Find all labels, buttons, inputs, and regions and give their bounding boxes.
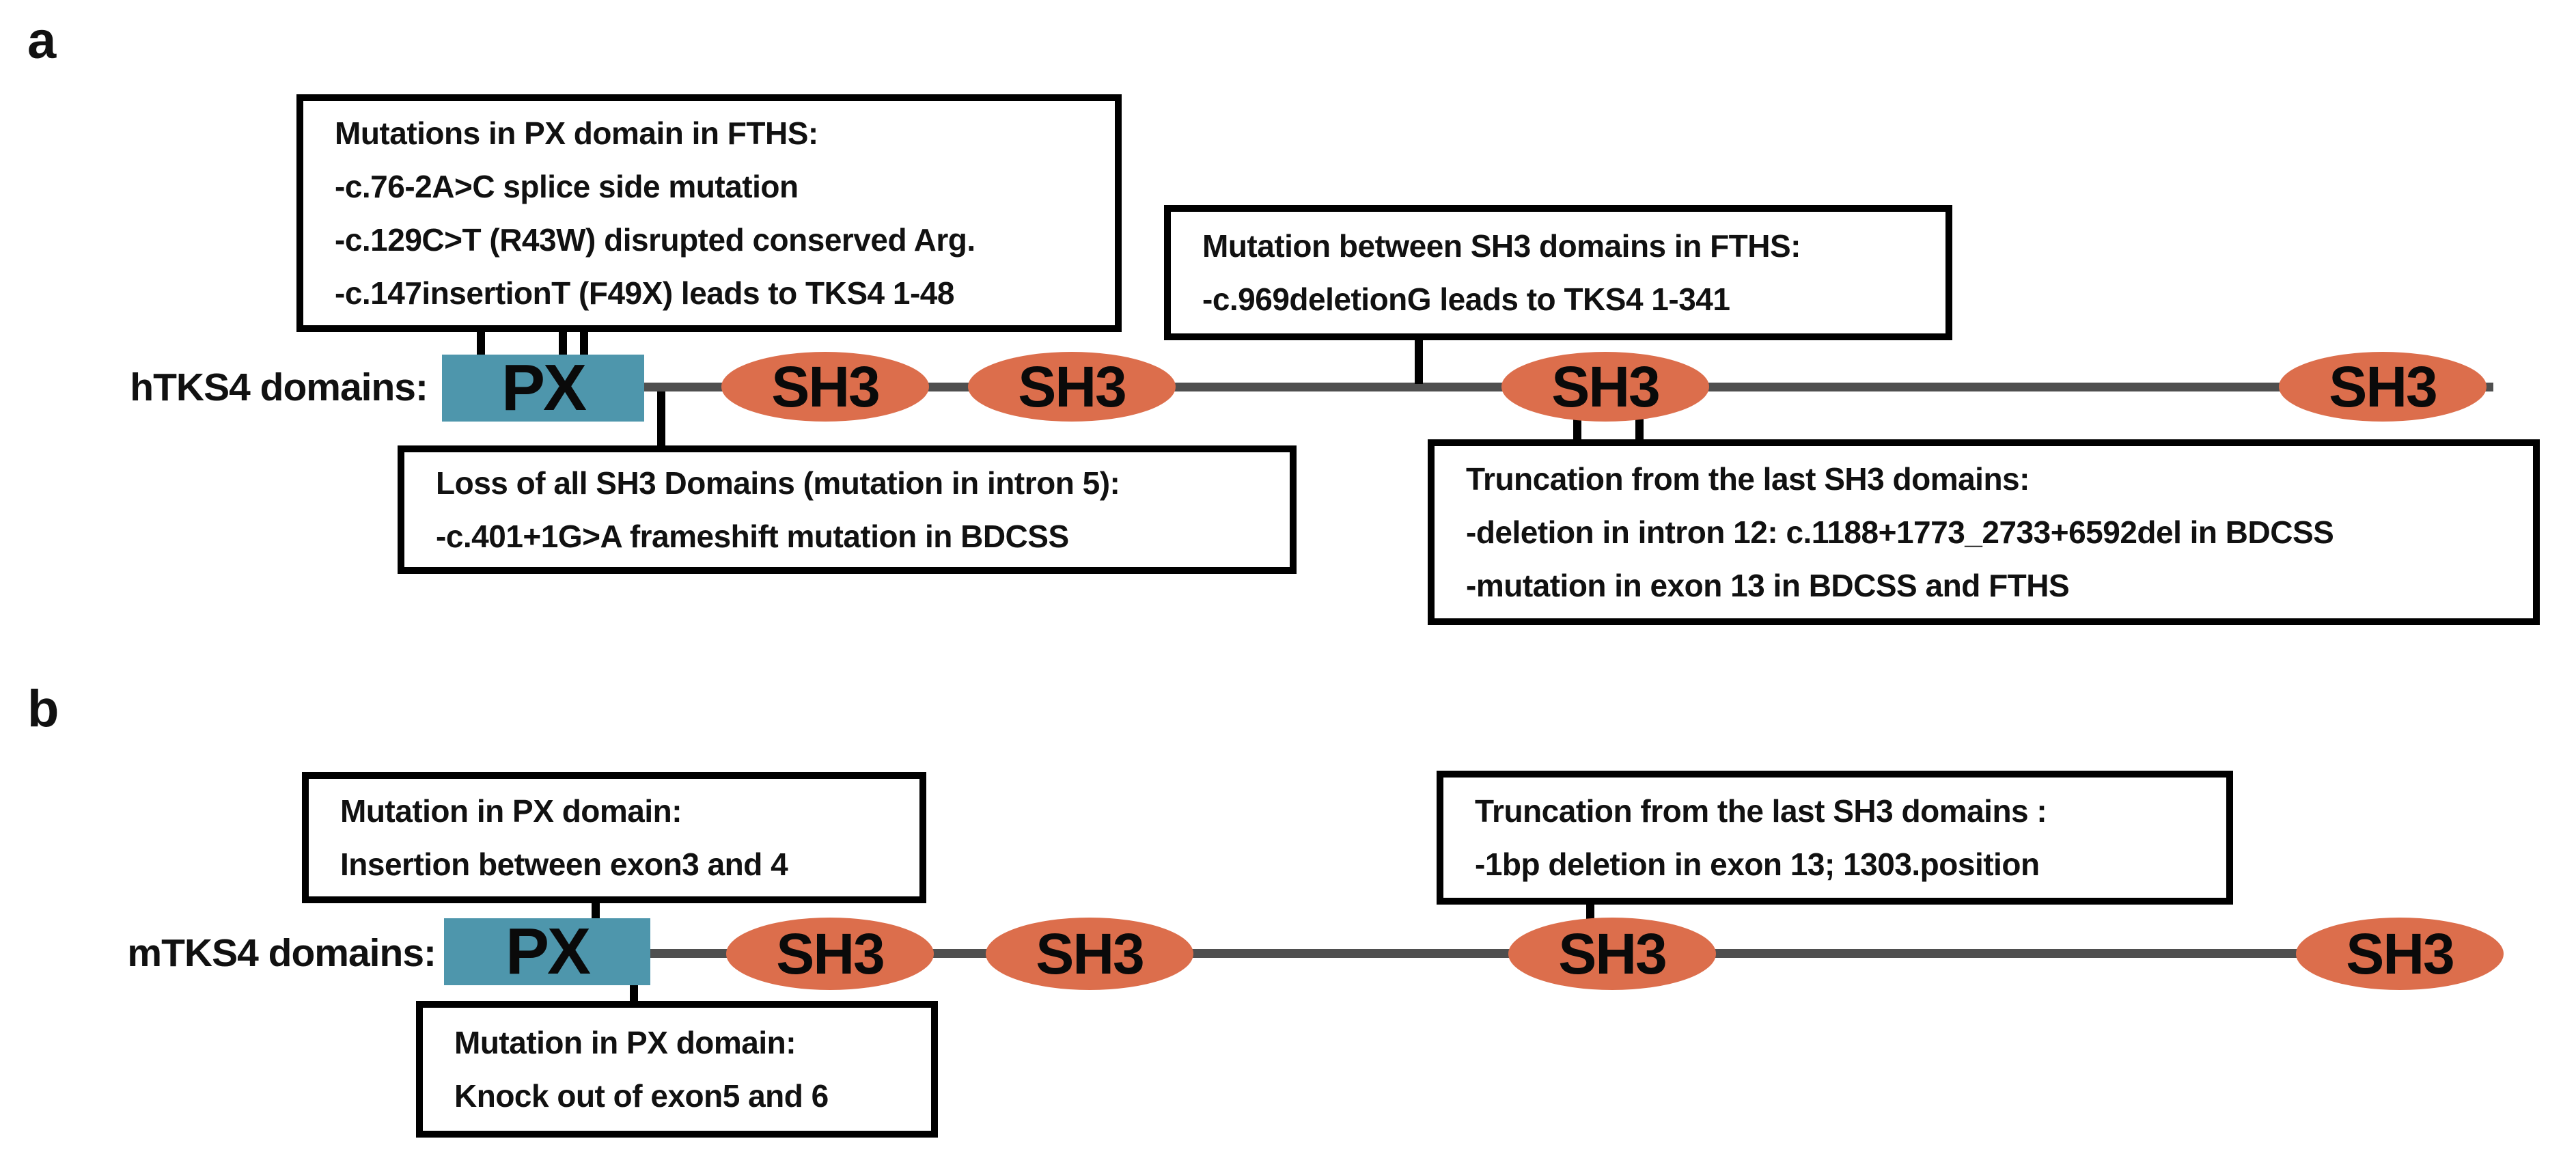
mutation-connector-line [580,332,588,355]
annotation-box-px-mutations: Mutations in PX domain in FTHS: -c.76-2A… [296,94,1122,332]
annotation-box-px-upper-b: Mutation in PX domain: Insertion between… [302,772,926,903]
annotation-line: Truncation from the last SH3 domains : [1475,793,2047,829]
mutation-connector-line [559,332,567,355]
annotation-line: -c.147insertionT (F49X) leads to TKS4 1-… [335,275,954,311]
annotation-box-between-sh3: Mutation between SH3 domains in FTHS: -c… [1164,205,1952,340]
mutation-connector-line [1415,339,1423,384]
sh3-domain-ellipse: SH3 [968,352,1176,422]
annotation-line: Loss of all SH3 Domains (mutation in int… [436,465,1120,501]
annotation-line: Mutation between SH3 domains in FTHS: [1202,228,1801,264]
annotation-box-truncation-a: Truncation from the last SH3 domains: -d… [1428,439,2540,625]
sh3-domain-ellipse: SH3 [726,918,934,990]
annotation-box-px-lower-b: Mutation in PX domain: Knock out of exon… [416,1001,938,1138]
sh3-domain-ellipse: SH3 [2296,918,2504,990]
sh3-domain-ellipse: SH3 [986,918,1193,990]
annotation-box-loss-sh3: Loss of all SH3 Domains (mutation in int… [398,445,1297,574]
mutation-connector-line [592,900,600,921]
annotation-line: Mutation in PX domain: [454,1025,797,1060]
annotation-line: Insertion between exon3 and 4 [340,847,788,882]
panel-a-label: a [27,12,57,70]
annotation-box-truncation-b: Truncation from the last SH3 domains : -… [1437,771,2233,905]
annotation-line: -1bp deletion in exon 13; 1303.position [1475,847,2040,882]
px-domain-box: PX [442,351,644,424]
mutation-connector-line [657,391,665,448]
mutation-connector-line [1635,414,1644,441]
mutation-connector-line [1573,414,1581,441]
annotation-line: Knock out of exon5 and 6 [454,1078,829,1114]
mutation-connector-line [477,332,485,355]
annotation-line: -mutation in exon 13 in BDCSS and FTHS [1466,568,2070,603]
annotation-line: Mutation in PX domain: [340,793,682,829]
annotation-line: Mutations in PX domain in FTHS: [335,115,818,151]
annotation-line: -c.969deletionG leads to TKS4 1-341 [1202,281,1730,317]
mutation-connector-line [630,982,638,1003]
sh3-domain-ellipse: SH3 [1508,918,1716,990]
px-domain-box: PX [444,915,650,988]
annotation-line: -c.76-2A>C splice side mutation [335,169,799,204]
annotation-line: -c.401+1G>A frameshift mutation in BDCSS [436,519,1069,554]
backbone-label-htks4: hTKS4 domains: [130,366,428,409]
sh3-domain-ellipse: SH3 [721,352,929,422]
backbone-label-mtks4: mTKS4 domains: [127,931,437,975]
annotation-line: Truncation from the last SH3 domains: [1466,461,2030,497]
annotation-line: -deletion in intron 12: c.1188+1773_2733… [1466,514,2334,550]
sh3-domain-ellipse: SH3 [2279,352,2487,422]
annotation-line: -c.129C>T (R43W) disrupted conserved Arg… [335,222,975,258]
sh3-domain-ellipse: SH3 [1501,352,1709,422]
panel-b-label: b [27,680,59,738]
